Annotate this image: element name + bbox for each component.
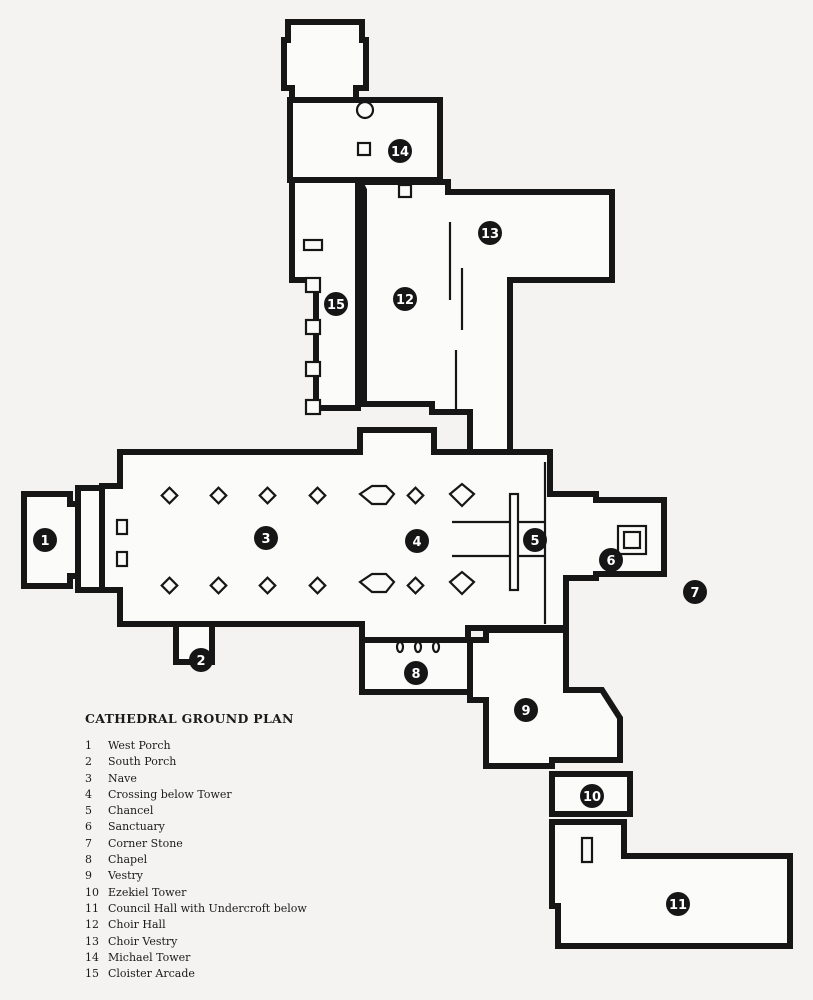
svg-text:2: 2 [196,654,205,669]
legend-item: 12 Choir Hall [85,917,415,933]
svg-text:12: 12 [396,293,414,308]
legend-item: 5 Chancel [85,803,415,819]
legend-item: 1 West Porch [85,738,415,754]
svg-text:13: 13 [481,227,499,242]
plan-legend: CATHEDRAL GROUND PLAN 1 West Porch 2 South… [85,711,415,982]
marker-7: 7 [683,580,707,604]
legend-number: 15 [85,967,99,981]
legend-number: 5 [85,804,92,818]
legend-label: Cloister Arcade [108,967,195,981]
legend-number: 9 [85,869,92,883]
marker-15: 15 [324,292,348,316]
legend-item: 3 Nave [85,771,415,787]
svg-text:1: 1 [40,534,49,549]
legend-label: Vestry [108,869,143,883]
legend-label: Michael Tower [108,950,191,964]
legend-item: 2 South Porch [85,754,415,770]
legend-number: 6 [85,820,92,834]
marker-11: 11 [666,892,690,916]
council-hall [549,819,793,949]
marker-1: 1 [33,528,57,552]
legend-item: 4 Crossing below Tower [85,787,415,803]
legend-item: 14 Michael Tower [85,950,415,966]
marker-10: 10 [580,784,604,808]
legend-item: 13 Choir Vestry [85,934,415,950]
legend-number: 7 [85,836,92,850]
svg-text:9: 9 [521,704,530,719]
legend-number: 10 [85,885,99,899]
legend-label: Sanctuary [108,820,165,834]
marker-9: 9 [514,698,538,722]
marker-6: 6 [599,548,623,572]
nave-piers [160,482,476,596]
legend-number: 14 [85,950,99,964]
legend-label: Corner Stone [108,836,183,850]
marker-5: 5 [523,528,547,552]
legend-item: 15 Cloister Arcade [85,966,415,982]
legend-number: 8 [85,853,92,867]
legend-item: 11 Council Hall with Undercroft below [85,901,415,917]
legend-number: 11 [85,901,99,915]
legend-item: 8 Chapel [85,852,415,868]
legend-number: 3 [85,771,92,785]
legend-item: 10 Ezekiel Tower [85,885,415,901]
legend-number: 2 [85,755,92,769]
legend-number: 1 [85,739,92,752]
svg-text:7: 7 [690,586,699,601]
legend-title: CATHEDRAL GROUND PLAN [85,711,294,726]
svg-text:11: 11 [669,898,687,913]
legend-number: 12 [85,918,99,932]
svg-text:4: 4 [412,535,421,550]
legend-label: Choir Vestry [108,934,178,948]
legend-label: Nave [108,771,137,785]
svg-text:3: 3 [261,532,270,547]
legend-number: 13 [85,934,99,948]
legend-label: West Porch [108,739,171,752]
vestry [460,627,623,769]
legend-list: 1 West Porch 2 South Porch 3 Nave 4 Crossing… [85,738,415,982]
marker-12: 12 [393,287,417,311]
svg-text:5: 5 [530,534,539,549]
legend-item: 9 Vestry [85,868,415,884]
marker-4: 4 [405,529,429,553]
legend-label: South Porch [108,755,177,769]
cloister-arcade [289,177,361,416]
marker-3: 3 [254,526,278,550]
main-body [21,427,667,643]
legend-label: Council Hall with Undercroft below [108,901,307,915]
svg-text:10: 10 [583,790,601,805]
svg-text:8: 8 [411,667,420,682]
legend-label: Ezekiel Tower [108,885,187,899]
legend-item: 7 Corner Stone [85,836,415,852]
marker-14: 14 [388,139,412,163]
marker-8: 8 [404,661,428,685]
svg-text:14: 14 [391,145,409,160]
legend-label: Chancel [108,804,154,818]
legend-label: Choir Hall [108,918,166,932]
marker-2: 2 [189,648,213,672]
legend-label: Chapel [108,853,148,867]
legend-number: 4 [85,787,92,801]
svg-text:15: 15 [327,298,345,313]
north-tower-block [281,19,443,183]
marker-13: 13 [478,221,502,245]
legend-label: Crossing below Tower [108,787,232,801]
svg-text:6: 6 [606,554,615,569]
legend-item: 6 Sanctuary [85,819,415,835]
